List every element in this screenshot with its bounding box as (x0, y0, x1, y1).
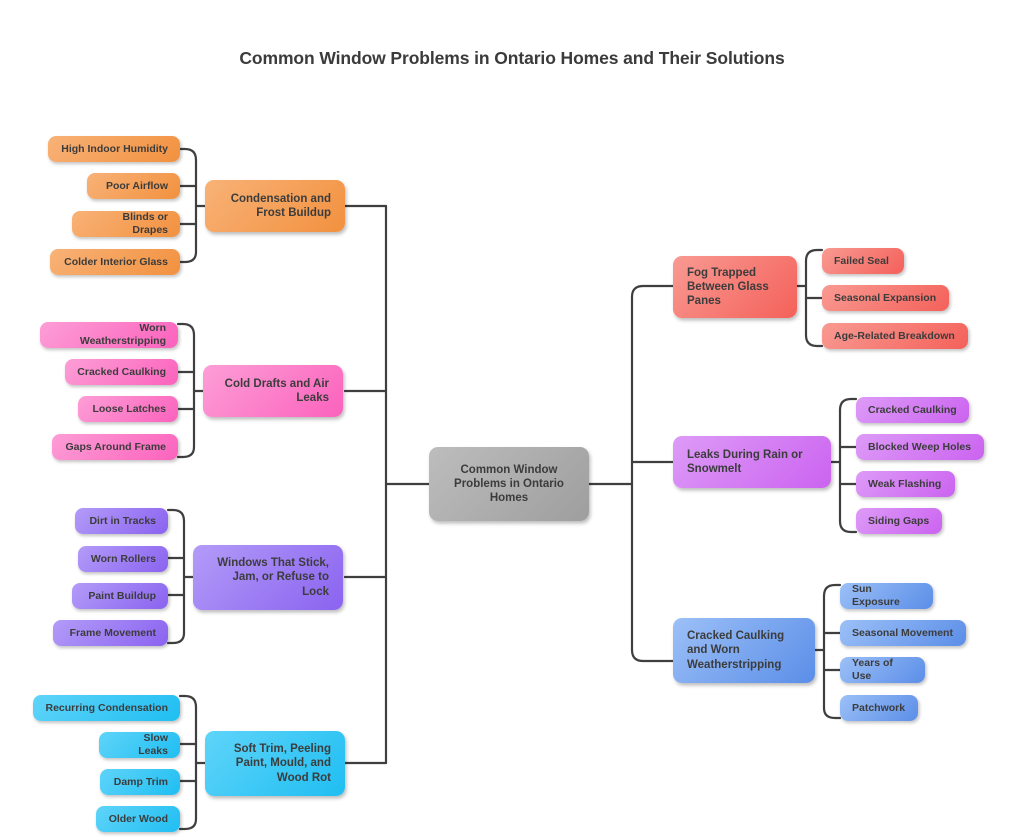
leaf-node-siding-gaps[interactable]: Siding Gaps (856, 508, 942, 534)
leaf-label: Dirt in Tracks (89, 514, 156, 527)
leaf-node-high-indoor-humidity[interactable]: High Indoor Humidity (48, 136, 180, 162)
leaf-node-recurring-condensation[interactable]: Recurring Condensation (33, 695, 180, 721)
wire-orange-leaf-1 (178, 147, 198, 162)
leaf-label: Colder Interior Glass (64, 255, 168, 268)
leaf-label: Paint Buildup (88, 589, 156, 602)
leaf-node-gaps-around-frame[interactable]: Gaps Around Frame (52, 434, 178, 460)
leaf-label: Slow Leaks (138, 732, 168, 757)
branch-label: Soft Trim, Peeling Paint, Mould, and Woo… (233, 743, 331, 784)
leaf-node-age-related-breakdown[interactable]: Age-Related Breakdown (822, 323, 968, 349)
leaf-node-sun-exposure[interactable]: Sun Exposure (840, 583, 933, 609)
leaf-node-failed-seal[interactable]: Failed Seal (822, 248, 904, 274)
leaf-label: Frame Movement (69, 626, 156, 639)
wire-purple-leaf-4 (166, 631, 186, 645)
wire-right-branch-caulking (630, 648, 675, 663)
leaf-label: Sun Exposure (852, 583, 900, 608)
leaf-node-paint-buildup[interactable]: Paint Buildup (72, 583, 168, 609)
leaf-label: Recurring Condensation (45, 701, 168, 714)
wire-orange-leaf-4 (178, 250, 198, 264)
wire-purple-leaf-1 (166, 508, 186, 523)
wire-blue-leaf-1 (822, 583, 842, 598)
leaf-node-years-of-use[interactable]: Years of Use (840, 657, 925, 683)
leaf-label: Years of Use (852, 657, 893, 682)
leaf-node-seasonal-expansion[interactable]: Seasonal Expansion (822, 285, 949, 311)
branch-node-drafts[interactable]: Cold Drafts and Air Leaks (203, 365, 343, 417)
wire-blue-leaf-4 (822, 706, 842, 720)
branch-label: Cracked Caulking and Worn Weatherstrippi… (687, 630, 785, 671)
branch-label: Cold Drafts and Air Leaks (224, 377, 329, 404)
leaf-label: Cracked Caulking (77, 365, 166, 378)
leaf-node-colder-interior-glass[interactable]: Colder Interior Glass (50, 249, 180, 275)
leaf-label: Patchwork (852, 701, 906, 714)
leaf-label: Loose Latches (92, 402, 166, 415)
leaf-label: Siding Gaps (868, 514, 930, 527)
root-node[interactable]: Common Window Problems in Ontario Homes (429, 447, 589, 521)
wire-red-leaf-3 (804, 333, 824, 348)
branch-label: Fog Trapped Between Glass Panes (687, 266, 769, 307)
leaf-node-frame-movement[interactable]: Frame Movement (53, 620, 168, 646)
branch-node-softtrim[interactable]: Soft Trim, Peeling Paint, Mould, and Woo… (205, 731, 345, 796)
leaf-node-worn-rollers[interactable]: Worn Rollers (78, 546, 168, 572)
leaf-label: Weak Flashing (868, 477, 942, 490)
root-node-label: Common Window Problems in Ontario Homes (454, 463, 564, 504)
leaf-node-blinds-or-drapes[interactable]: Blinds or Drapes (72, 211, 180, 237)
leaf-node-seasonal-movement[interactable]: Seasonal Movement (840, 620, 966, 646)
leaf-label: Age-Related Breakdown (834, 329, 955, 342)
branch-node-leaks[interactable]: Leaks During Rain or Snowmelt (673, 436, 831, 488)
leaf-label: Damp Trim (113, 775, 168, 788)
branch-label: Leaks During Rain or Snowmelt (687, 448, 803, 475)
wire-orchid-leaf-1 (838, 397, 858, 412)
leaf-node-cracked-caulking-right[interactable]: Cracked Caulking (856, 397, 969, 423)
leaf-node-weak-flashing[interactable]: Weak Flashing (856, 471, 955, 497)
branch-label: Windows That Stick, Jam, or Refuse to Lo… (217, 557, 329, 598)
leaf-label: Older Wood (108, 812, 168, 825)
leaf-label: High Indoor Humidity (61, 142, 168, 155)
leaf-label: Seasonal Movement (852, 626, 953, 639)
leaf-node-dirt-in-tracks[interactable]: Dirt in Tracks (75, 508, 168, 534)
wire-right-branch-fog (630, 284, 675, 299)
leaf-node-blocked-weep-holes[interactable]: Blocked Weep Holes (856, 434, 984, 460)
wire-pink-leaf-4 (176, 445, 196, 459)
leaf-label: Worn Rollers (90, 552, 156, 565)
branch-node-caulking[interactable]: Cracked Caulking and Worn Weatherstrippi… (673, 618, 815, 683)
wire-cyan-leaf-1 (178, 694, 198, 709)
leaf-label: Worn Weatherstripping (79, 322, 166, 347)
leaf-label: Gaps Around Frame (65, 440, 166, 453)
leaf-node-patchwork[interactable]: Patchwork (840, 695, 918, 721)
leaf-label: Failed Seal (834, 254, 889, 267)
leaf-label: Blocked Weep Holes (868, 440, 972, 453)
leaf-node-slow-leaks[interactable]: Slow Leaks (99, 732, 180, 758)
leaf-label: Blinds or Drapes (122, 211, 168, 236)
leaf-label: Poor Airflow (105, 179, 168, 192)
wire-red-leaf-1 (804, 248, 824, 263)
leaf-node-older-wood[interactable]: Older Wood (96, 806, 180, 832)
leaf-node-loose-latches[interactable]: Loose Latches (78, 396, 178, 422)
leaf-node-worn-weatherstripping[interactable]: Worn Weatherstripping (40, 322, 178, 348)
wire-pink-leaf-1 (176, 322, 196, 337)
leaf-node-poor-airflow[interactable]: Poor Airflow (87, 173, 180, 199)
branch-node-condensation[interactable]: Condensation and Frost Buildup (205, 180, 345, 232)
leaf-node-damp-trim[interactable]: Damp Trim (100, 769, 180, 795)
wire-cyan-leaf-4 (178, 817, 198, 831)
leaf-node-cracked-caulking[interactable]: Cracked Caulking (65, 359, 178, 385)
page-title: Common Window Problems in Ontario Homes … (239, 48, 785, 68)
branch-node-sticking[interactable]: Windows That Stick, Jam, or Refuse to Lo… (193, 545, 343, 610)
branch-node-fog[interactable]: Fog Trapped Between Glass Panes (673, 256, 797, 318)
leaf-label: Seasonal Expansion (834, 291, 937, 304)
branch-label: Condensation and Frost Buildup (230, 192, 331, 219)
leaf-label: Cracked Caulking (868, 403, 957, 416)
wire-orchid-leaf-4 (838, 519, 858, 534)
